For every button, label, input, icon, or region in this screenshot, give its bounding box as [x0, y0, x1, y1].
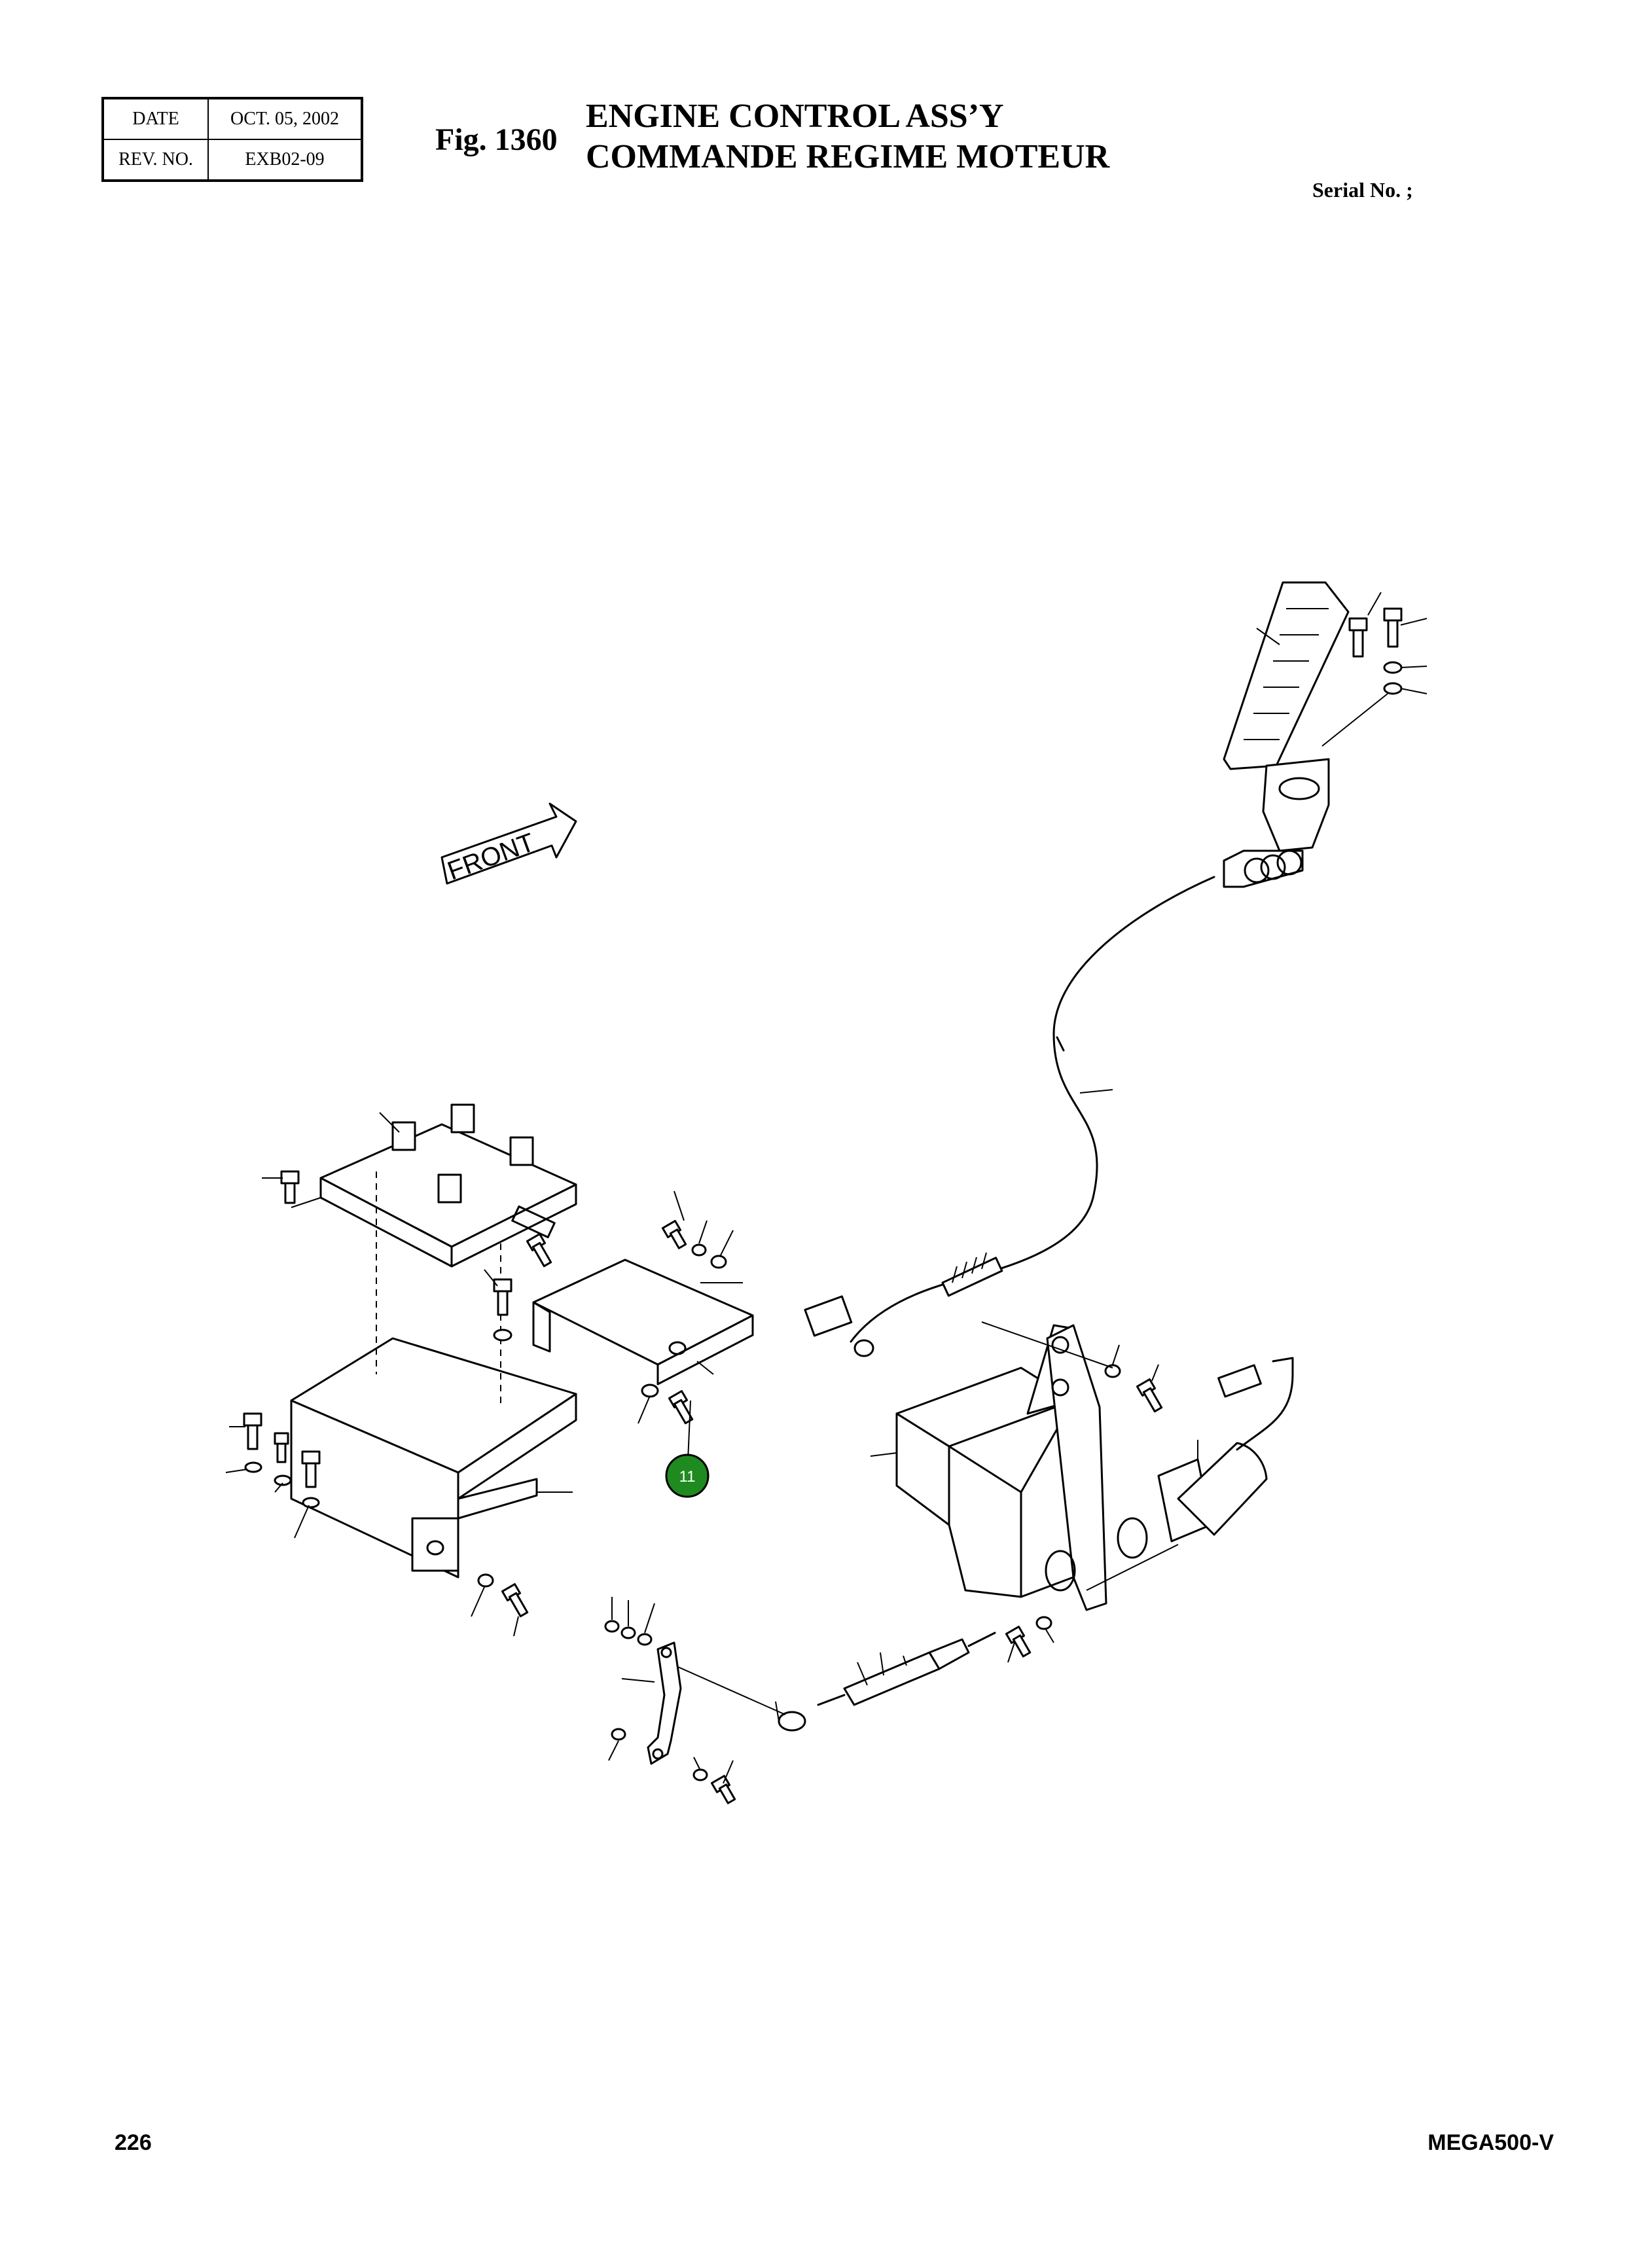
pedal-bolt: [1383, 607, 1403, 648]
cable-end-spring: [941, 1252, 1003, 1297]
front-arrow: FRONT: [440, 802, 577, 885]
bracket-bolt: [668, 1390, 694, 1425]
title-english: ENGINE CONTROL ASS’Y: [586, 98, 1004, 135]
washer: [1383, 682, 1403, 695]
bracket-bolt: [501, 1583, 529, 1618]
washer: [477, 1573, 494, 1588]
bracket-bolt: [274, 1432, 289, 1463]
bracket-bolt: [526, 1233, 552, 1268]
bracket-bolt: [493, 1278, 512, 1316]
throttle-cable: [850, 876, 1215, 1343]
callout-number: 11: [679, 1468, 696, 1486]
washer: [1104, 1364, 1121, 1378]
revision-table: DATE OCT. 05, 2002 REV. NO. EXB02-09: [101, 97, 363, 182]
accelerator-pedal: [1223, 581, 1350, 888]
washer: [710, 1255, 727, 1269]
washer: [302, 1497, 320, 1509]
washer: [1035, 1616, 1052, 1630]
washer: [641, 1384, 659, 1398]
title-french: COMMANDE REGIME MOTEUR: [586, 138, 1110, 175]
washer: [692, 1768, 708, 1781]
lower-bracket-box: [290, 1337, 577, 1579]
control-lever-bracket: [895, 1324, 1107, 1611]
cable-end-fitting: [804, 1295, 874, 1357]
u-channel-bracket: [532, 1259, 754, 1385]
bracket-bolt: [301, 1450, 321, 1488]
bracket-bolt: [280, 1170, 300, 1204]
washer: [611, 1728, 626, 1741]
bracket-bolt: [661, 1220, 687, 1249]
washer: [244, 1461, 262, 1473]
serial-number: Serial No. ;: [1312, 178, 1413, 202]
bent-link-plate: [647, 1641, 682, 1765]
figure-number: Fig. 1360: [435, 122, 558, 157]
washer: [493, 1329, 512, 1342]
rev-value: EXB02-09: [207, 139, 363, 181]
linkage-bolt: [1005, 1626, 1032, 1658]
front-label: FRONT: [444, 828, 539, 885]
link-bolt: [710, 1775, 736, 1804]
page-number: 226: [115, 2130, 152, 2155]
date-label: DATE: [102, 98, 209, 140]
washer: [637, 1633, 653, 1646]
date-value: OCT. 05, 2002: [207, 98, 363, 140]
callout-11[interactable]: 11: [665, 1400, 709, 1498]
bracket-bolt: [243, 1412, 262, 1450]
actuator-solenoid: [1117, 1357, 1294, 1559]
washer: [1383, 661, 1403, 674]
pedal-bolt: [1348, 617, 1368, 658]
rev-label: REV. NO.: [102, 139, 209, 181]
washer: [691, 1243, 707, 1257]
washer: [620, 1626, 636, 1639]
linkage-rod: [778, 1632, 996, 1732]
washer: [604, 1620, 620, 1633]
washer: [274, 1474, 292, 1486]
model-name: MEGA500-V: [1428, 2130, 1554, 2155]
upper-bracket-plate: [319, 1103, 577, 1268]
actuator-bolt: [1136, 1378, 1163, 1413]
